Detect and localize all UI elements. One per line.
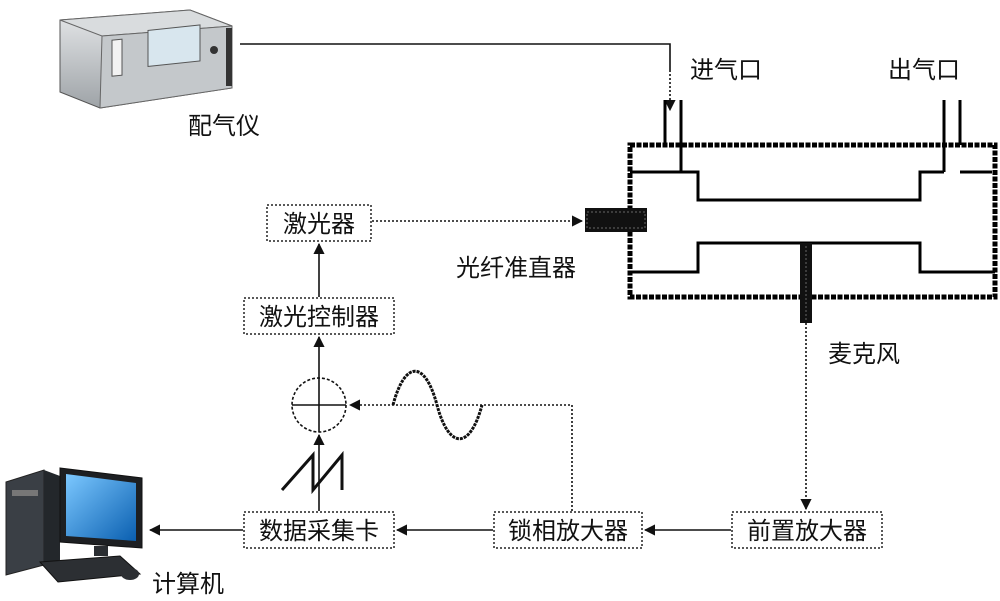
laser-label: 激光器	[283, 210, 355, 238]
preamplifier-box: 前置放大器	[731, 511, 883, 549]
gas-mixer-label: 配气仪	[188, 112, 260, 140]
inlet-label: 进气口	[690, 56, 762, 84]
laser-box: 激光器	[266, 204, 372, 242]
computer-label: 计算机	[152, 570, 224, 598]
preamplifier-label: 前置放大器	[747, 517, 867, 545]
lockin-amplifier-label: 锁相放大器	[508, 517, 628, 545]
laser-controller-label: 激光控制器	[259, 303, 379, 331]
summing-junction-icon	[291, 377, 347, 433]
microphone-label: 麦克风	[828, 340, 900, 368]
lockin-amplifier-box: 锁相放大器	[493, 511, 643, 549]
gas-supply-line	[240, 43, 671, 70]
sawtooth-wave-icon	[280, 450, 344, 495]
daq-card-box: 数据采集卡	[243, 511, 395, 549]
fiber-collimator-label: 光纤准直器	[456, 254, 576, 282]
laser-controller-box: 激光控制器	[243, 297, 395, 335]
lockin-to-adder-line	[348, 399, 573, 511]
outlet-label: 出气口	[888, 56, 960, 84]
desktop-computer-icon	[5, 467, 143, 583]
gas-mixer-instrument-icon	[59, 9, 233, 109]
sine-wave-icon	[391, 370, 484, 440]
photoacoustic-cell	[627, 100, 998, 300]
daq-card-label: 数据采集卡	[259, 517, 379, 545]
